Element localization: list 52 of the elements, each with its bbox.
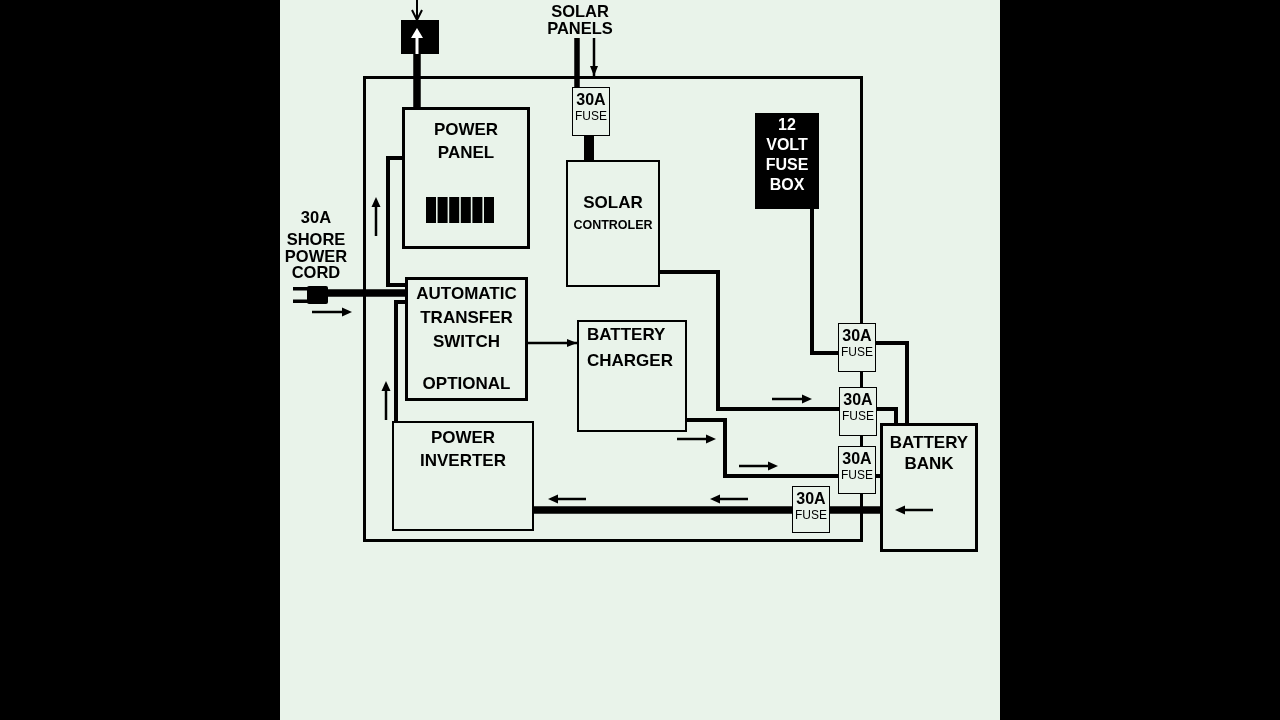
- box-subtitle: CONTROLER: [572, 217, 654, 233]
- power-panel-box: [402, 107, 530, 249]
- controller-box: [566, 160, 660, 287]
- wire: [394, 300, 405, 421]
- fuse: [572, 87, 610, 136]
- fuse-rating: 30A: [795, 490, 827, 508]
- box-title: 12 VOLT FUSE BOX: [764, 115, 810, 195]
- inverter-box: [392, 421, 534, 531]
- wire: [687, 418, 838, 478]
- box-title: AUTOMATIC TRANSFER SWITCH: [415, 283, 518, 353]
- fuse-rating: 30A: [841, 450, 873, 468]
- wire: [584, 136, 594, 160]
- wire: [574, 38, 580, 87]
- plug-icon: [293, 285, 328, 305]
- fuse-label: FUSE: [574, 109, 608, 123]
- arrow: [411, 0, 423, 21]
- label-text: SOLAR PANELS: [546, 3, 614, 37]
- wire: [877, 407, 898, 423]
- fuse-label: FUSE: [841, 409, 875, 423]
- caption-text: SHORE POWER CORD: [283, 231, 349, 281]
- box-title: POWER INVERTER: [419, 427, 507, 472]
- arrow: [528, 339, 577, 347]
- wire: [876, 474, 880, 478]
- wire: [660, 270, 839, 411]
- fuse-box: [755, 113, 819, 209]
- fuse-label: FUSE: [840, 468, 874, 482]
- wire: [386, 156, 405, 287]
- fuse: [839, 387, 877, 436]
- fuse: [792, 486, 830, 533]
- note-text: OPTIONAL: [421, 374, 512, 394]
- fuse: [838, 323, 876, 372]
- wire: [810, 209, 838, 355]
- fuse-label: FUSE: [840, 345, 874, 359]
- fuse: [838, 446, 876, 494]
- box-title: BATTERY BANK: [888, 432, 970, 474]
- fuse-rating: 30A: [842, 391, 874, 409]
- wire: [413, 54, 421, 107]
- switch-box: [405, 277, 528, 401]
- fuse-label: FUSE: [794, 508, 828, 522]
- fuse-rating: 30A: [841, 327, 873, 345]
- wire: [876, 341, 909, 423]
- box-title: BATTERY CHARGER: [587, 324, 674, 372]
- box-title: POWER PANEL: [432, 119, 500, 164]
- wire: [830, 506, 880, 514]
- fuse-rating: 30A: [575, 91, 607, 109]
- terminal-box: [401, 20, 439, 54]
- battery-box: [880, 423, 978, 552]
- arrow: [590, 38, 598, 76]
- caption-text: 30A: [299, 209, 333, 226]
- box-title: SOLAR: [582, 193, 644, 213]
- wire: [328, 289, 405, 297]
- charger-box: [577, 320, 687, 432]
